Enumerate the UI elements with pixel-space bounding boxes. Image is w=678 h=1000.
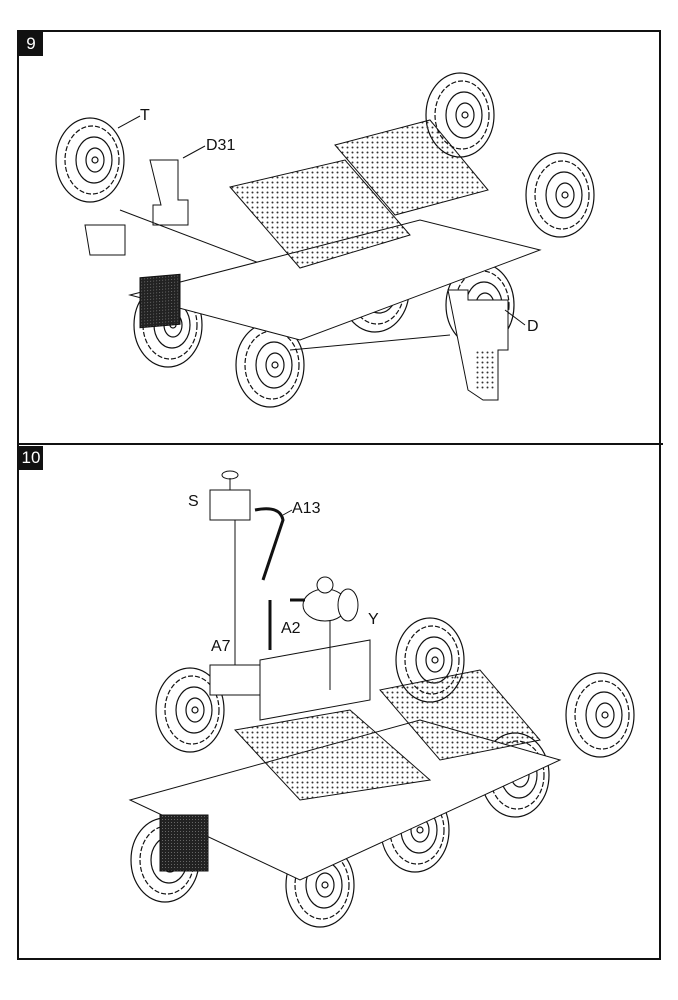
step-9-drawing <box>55 72 595 408</box>
step-divider <box>17 443 663 445</box>
step-10-number: 10 <box>19 446 43 470</box>
part-label-d31: D31 <box>206 137 236 154</box>
part-label-a2: A2 <box>281 620 301 637</box>
part-label-a13: A13 <box>292 500 321 517</box>
part-label-s: S <box>188 493 199 510</box>
part-label-t: T <box>140 107 150 124</box>
step-10-drawing <box>128 470 635 928</box>
part-label-y: Y <box>368 611 379 628</box>
step-9-number: 9 <box>19 32 43 56</box>
part-label-a7: A7 <box>211 638 231 655</box>
instruction-frame <box>17 30 661 960</box>
spare-tire <box>55 117 125 203</box>
part-label-d: D <box>527 318 539 335</box>
